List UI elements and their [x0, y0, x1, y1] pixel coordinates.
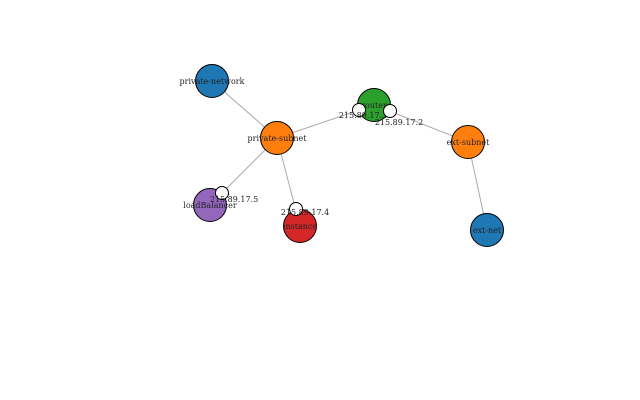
port-circle [215, 186, 229, 200]
node-label-instance: instance [283, 222, 317, 231]
network-node-circle [470, 213, 504, 247]
port-instance[interactable]: 215.89.17.4 [281, 202, 329, 218]
port-router-ext[interactable]: 215.89.17.2 [375, 104, 423, 128]
node-label-private-subnet: private-subnet [248, 134, 308, 143]
node-label-ext-net: ext-net [473, 226, 502, 235]
port-circle [383, 104, 397, 118]
node-ext-subnet[interactable]: ext-subnet [447, 125, 490, 159]
node-private-subnet[interactable]: private-subnet [248, 121, 308, 155]
subnet-node-circle [260, 121, 294, 155]
port-label-load-balancer: 215.89.17.5 [210, 195, 258, 204]
port-load-balancer[interactable]: 215.89.17.5 [210, 186, 258, 205]
subnet-node-circle [451, 125, 485, 159]
port-label-router-private: 215.89.17.3 [339, 111, 387, 120]
node-private-network[interactable]: private-network [180, 64, 245, 98]
node-label-private-network: private-network [180, 77, 245, 86]
port-circle [352, 103, 366, 117]
port-router-private[interactable]: 215.89.17.3 [339, 103, 387, 121]
port-label-router-ext: 215.89.17.2 [375, 118, 423, 127]
node-label-router: router [361, 101, 387, 110]
port-circle [289, 202, 303, 216]
node-label-ext-subnet: ext-subnet [447, 138, 490, 147]
network-node-circle [195, 64, 229, 98]
node-label-load-balancer: loadBalancer [183, 201, 237, 210]
edges [209, 80, 488, 231]
node-ext-net[interactable]: ext-net [470, 213, 504, 247]
port-label-instance: 215.89.17.4 [281, 208, 329, 217]
